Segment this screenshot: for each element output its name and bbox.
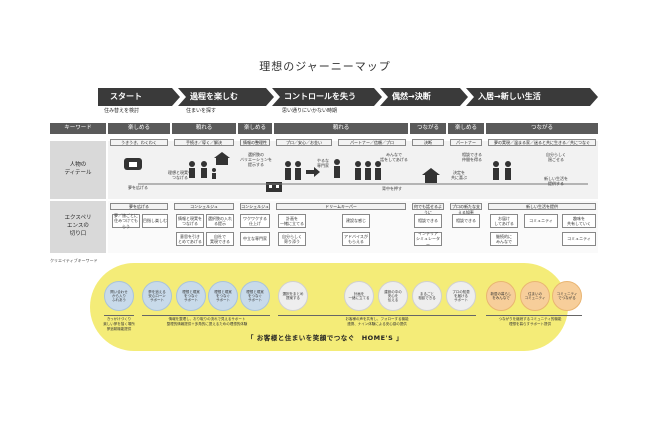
keyword-cell: 楽しめる xyxy=(238,123,272,134)
band-circle: 建設の中の 安心を 伝える xyxy=(378,281,408,311)
slogan: 「 お客様と住まいを笑顔でつなぐ HOME'S 」 xyxy=(180,333,470,343)
exp-box: 相談できる xyxy=(414,214,442,228)
exp-box: アドバイスが もらえる xyxy=(342,232,370,246)
exp-box: コミュニティ xyxy=(562,232,596,246)
stage-sub-lose-control: 思い通りにいかない時期 xyxy=(282,108,338,114)
person-note: 自分らしく 過ごせる xyxy=(546,152,566,163)
home-icon xyxy=(422,168,440,183)
band-circle: まるごと 相談できる xyxy=(412,281,442,311)
person-note: 夢を広げる xyxy=(128,185,148,190)
keyword-cell: 頼れる xyxy=(274,123,408,134)
person-header: 決断 xyxy=(412,139,444,146)
person-note: やるな 専門家 xyxy=(317,158,329,169)
exp-box: 自社で 実現できる xyxy=(206,232,234,246)
band-circle: 問い合わせ から入り ふれあう xyxy=(104,281,134,311)
person-header: 夢の実現／温まる家／迷ると共に生きる／共につなぐ xyxy=(488,139,596,146)
person-header: パートナー xyxy=(450,139,482,146)
exp-header: コンシェルジュ xyxy=(174,203,234,210)
band-divider xyxy=(278,315,476,316)
row-label-keyword: キーワード xyxy=(50,123,106,134)
person-header: 手続き／導く／解決 xyxy=(174,139,234,146)
band-caption: 情報を整理し、おり取りの流れで見えるサポート 整理的情報提供＋多角的に提えるため… xyxy=(166,317,248,326)
person-header: うきうき、わくわく xyxy=(110,139,168,146)
band-caption: お客様の声を共有し、フォローする機能 連携、ナイン体験による安心感の提供 xyxy=(345,317,409,326)
exp-box: 自分らしく 寄り添う xyxy=(278,232,306,246)
band-circle: 計画を 一緒に立てる xyxy=(344,281,374,311)
keyword-cell: つながる xyxy=(486,123,598,134)
stage-start: スタート xyxy=(98,88,180,106)
row-label-person: 人物の ディテール xyxy=(50,141,106,199)
exp-box: 選択肢の入れ る提示 xyxy=(206,214,234,228)
exp-header: ドリームキーパー xyxy=(276,203,406,210)
exp-box: 情報と現実を つなげる xyxy=(176,214,204,228)
row-label-experience: エクスペリ エンスの 切り口 xyxy=(50,201,106,253)
person-note: 理想と現実を つなげる xyxy=(168,170,192,181)
house-icon xyxy=(214,152,230,165)
band-divider xyxy=(142,315,270,316)
people-icon xyxy=(285,161,320,180)
creative-keyword-label: クリエイティブキーワード xyxy=(50,258,98,263)
exp-box: コミュニティ xyxy=(524,214,558,228)
band-circle: 選択をまとめ 提案する xyxy=(278,281,308,311)
band-circle: 理想と現実 をつなぐ サポート xyxy=(176,281,206,311)
family-icon xyxy=(189,161,216,179)
exp-box: お届け してあげる xyxy=(490,214,518,228)
exp-box: ワクワクする 仕上げ xyxy=(240,214,270,228)
expert-icon xyxy=(334,159,340,178)
person-header: パートナー／信頼／プロ xyxy=(338,139,406,146)
exp-box: 目指し楽しむ xyxy=(142,214,168,228)
person-note: 新しい生活を 提供する xyxy=(544,176,568,187)
exp-box: 意思を引き とめてあげる xyxy=(176,232,204,246)
keyword-cell: つながる xyxy=(410,123,446,134)
stage-lose-control: コントロールを失う xyxy=(272,88,382,106)
exp-header: コンシェルジュ xyxy=(240,203,270,210)
telephone-icon xyxy=(124,158,142,170)
person-note: 決定を 共に喜ぶ xyxy=(451,170,467,181)
band-divider xyxy=(486,315,582,316)
exp-header: 夢を広げる xyxy=(110,203,168,210)
exp-box: インテリア シミュレーター xyxy=(414,231,442,247)
exp-box: 中立な専門家 xyxy=(240,232,270,246)
band-circle: 理想と現実 をつなぐ サポート xyxy=(208,281,238,311)
keyword-cell: 楽しめる xyxy=(448,123,484,134)
exp-header: 何でも話せるように xyxy=(412,203,444,215)
person-note: みんなで 話をしてあげる xyxy=(380,152,408,163)
exp-header: 新しい生活を提供 xyxy=(488,203,596,210)
stage-sub-enjoy-process: 住まいを探す xyxy=(186,108,217,114)
band-circle: プロの知恵 を届ける サポート xyxy=(446,281,476,311)
band-circle: 新居の暮らし をみんなで xyxy=(486,281,516,311)
stage-sub-start: 住み替えを検討 xyxy=(104,108,140,114)
journey-arrow-line xyxy=(138,183,588,185)
band-caption: つながりを継続するコミュニティ的機能 理想を暮らすサポート提供 xyxy=(498,317,562,326)
exp-box: 計画を 一緒に立てる xyxy=(278,214,306,228)
keyword-cell: 楽しめる xyxy=(108,123,170,134)
exp-box: 趣味を 共有していく xyxy=(562,214,596,228)
exp-box: 建設な感じ xyxy=(342,214,370,228)
band-circle: 夢を追える 安心ローン サポート xyxy=(142,281,172,311)
group-icon xyxy=(355,161,381,180)
stage-decision: 偶然→決断 xyxy=(380,88,468,106)
keyword-cell: 頼れる xyxy=(172,123,236,134)
person-header: プロ／安心／お金い xyxy=(276,139,332,146)
person-note: 背中を押す xyxy=(382,186,402,191)
exp-header: プロの新たな支える知恵 xyxy=(450,203,482,215)
person-header: 情報の整理性 xyxy=(240,139,270,146)
band-circle: 住まいの コミュニティ xyxy=(520,281,550,311)
band-circle: コミュニティ でつながる xyxy=(552,281,582,311)
stage-new-life: 入居→新しい生活 xyxy=(466,88,598,106)
stage-enjoy-process: 過程を楽しむ xyxy=(178,88,274,106)
exp-box: 相談できる xyxy=(452,214,480,228)
band-circle: 理想と現実 をつなぐ サポート xyxy=(240,281,270,311)
couple-icon xyxy=(493,161,511,180)
page-title: 理想のジャーニーマップ xyxy=(259,60,391,73)
person-note: 選択肢の バリエーションを 提示する xyxy=(240,152,272,168)
building-icon xyxy=(266,182,282,192)
exp-box: 継続的に みんなで xyxy=(490,232,518,246)
person-note: 相談できる 仲間を得る xyxy=(462,152,482,163)
band-caption: きっかけづくり 楽しい夢を描く場所 夢追跡機能提供 xyxy=(103,317,135,331)
band-divider xyxy=(104,315,134,316)
exp-box: 夢／旅ごとに 住みつけてもらう xyxy=(112,213,140,229)
